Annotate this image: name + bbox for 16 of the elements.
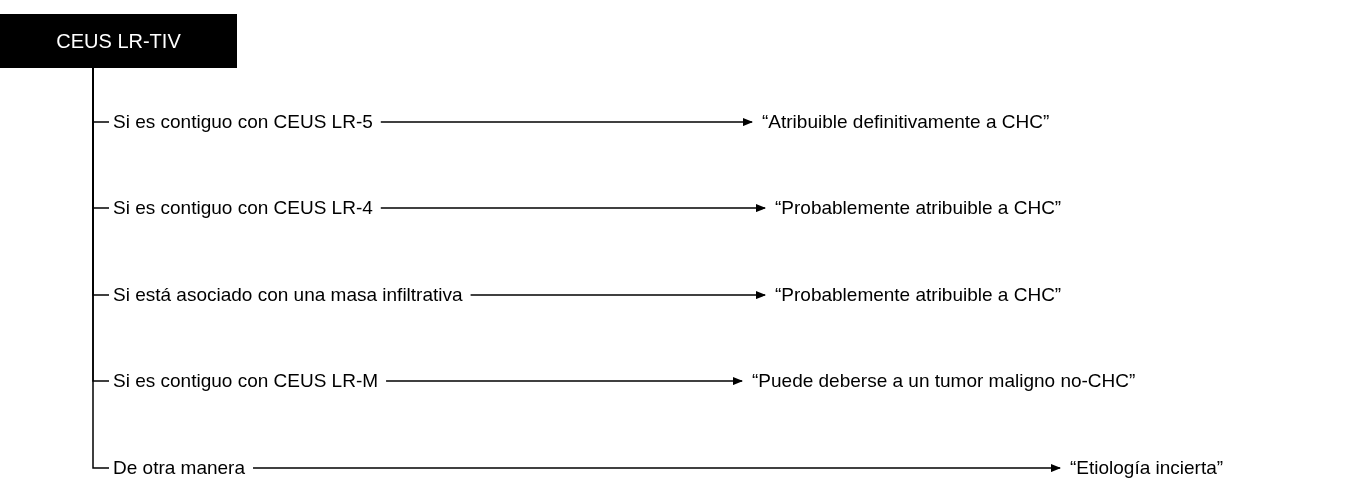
condition-text: Si es contiguo con CEUS LR-5	[113, 110, 373, 134]
condition-text: Si está asociado con una masa infiltrativa	[113, 283, 463, 307]
arrow	[252, 464, 1061, 473]
outcome-text: “Atribuible definitivamente a CHC”	[762, 110, 1050, 134]
outcome-text: “Etiología incierta”	[1070, 456, 1224, 480]
condition-text: De otra manera	[113, 456, 245, 480]
outcome-text: “Puede deberse a un tumor maligno no-CHC”	[752, 369, 1136, 393]
condition-text: Si es contiguo con CEUS LR-4	[113, 196, 373, 220]
outcome-text: “Probablemente atribuible a CHC”	[775, 283, 1062, 307]
heading-box: CEUS LR-TIV	[0, 14, 237, 68]
arrow	[380, 204, 766, 213]
arrow	[469, 291, 766, 300]
arrow	[380, 118, 753, 127]
arrow	[385, 377, 743, 386]
outcome-text: “Probablemente atribuible a CHC”	[775, 196, 1062, 220]
condition-text: Si es contiguo con CEUS LR-M	[113, 369, 379, 393]
